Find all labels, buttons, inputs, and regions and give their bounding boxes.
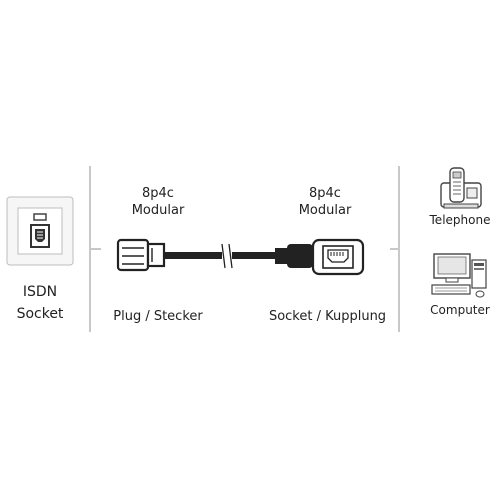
plug-type-line2: Modular (131, 203, 185, 218)
isdn-label-line2: Socket (16, 306, 64, 322)
coupler-type-line2: Modular (298, 203, 352, 218)
cable-left (164, 252, 222, 259)
plug-type-line1: 8p4c (142, 186, 174, 201)
computer-label: Computer (430, 303, 490, 317)
isdn-label-line1: ISDN (22, 284, 58, 300)
computer-icon (431, 253, 487, 298)
isdn-wall-socket-icon (6, 196, 74, 266)
right-divider-tick (390, 248, 400, 250)
coupler-type-label: 8p4c Modular (285, 185, 365, 219)
coupler-type-line1: 8p4c (309, 186, 341, 201)
modular-coupler-icon (275, 238, 365, 276)
isdn-socket-label: ISDN Socket (0, 281, 80, 325)
plug-caption: Plug / Stecker (113, 309, 203, 324)
coupler-caption: Socket / Kupplung (268, 309, 387, 324)
telephone-label: Telephone (429, 213, 491, 227)
left-divider-tick (89, 248, 101, 250)
telephone-icon (440, 167, 482, 209)
cable-assembly (116, 238, 365, 276)
isdn-socket-panel (6, 196, 74, 266)
plug-type-label: 8p4c Modular (118, 185, 198, 219)
cable-break (221, 243, 233, 269)
cable-right (232, 252, 280, 259)
modular-plug-icon (116, 238, 166, 272)
